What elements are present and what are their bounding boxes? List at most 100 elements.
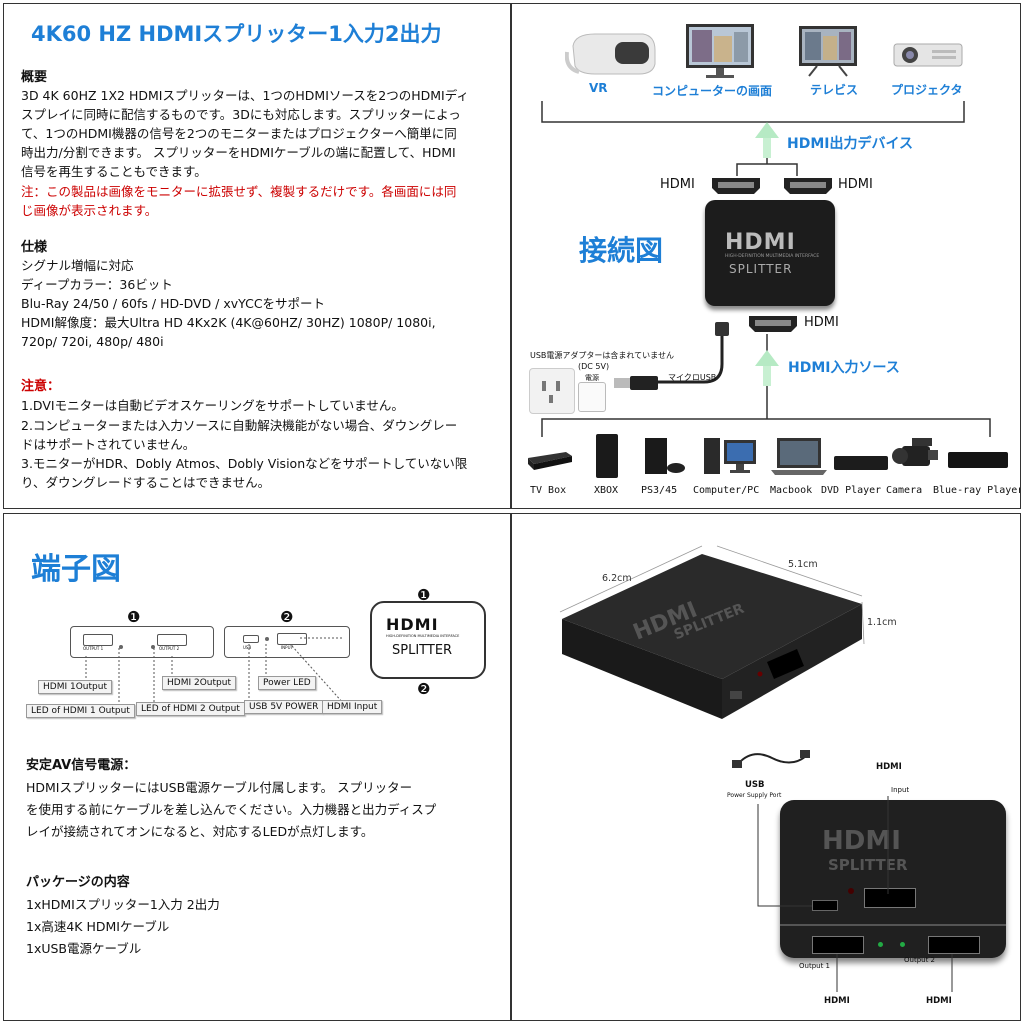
port-usb-text: USB	[243, 645, 252, 650]
caution-line: ドはサポートされていません。	[21, 437, 196, 452]
logo-number-1: ❶	[417, 586, 431, 604]
usb-adapter-icon	[578, 382, 606, 412]
spec-line: シグナル増幅に対応	[21, 258, 134, 273]
spec-line: HDMI解像度：最大Ultra HD 4Kx2K (4K@60HZ/ 30HZ)…	[21, 315, 436, 330]
input-section-label: HDMI入力ソース	[788, 360, 900, 376]
photo-callout-lines	[757, 796, 953, 992]
output-device-label: テレビス	[810, 83, 859, 97]
hdmi-output-2-photo-label: HDMI	[926, 996, 952, 1006]
panel-product-photos: HDMI SPLITTER 6.2cm 5.1cm 1.1cm USB Powe…	[511, 513, 1021, 1021]
hdmi-plug-icon	[710, 176, 762, 196]
led-2-dot	[151, 645, 155, 649]
output-device-label: VR	[589, 81, 608, 95]
usb-power-port-label: Power Supply Port	[727, 792, 782, 799]
bluray-player-icon	[948, 452, 1008, 468]
hdmi-plug-icon	[747, 314, 799, 334]
usb-port-photo	[812, 900, 838, 911]
tv-icon	[797, 24, 859, 78]
note-line: じ画像が表示されます。	[21, 203, 158, 218]
overview-heading: 概要	[21, 70, 48, 85]
power-led-photo	[848, 888, 854, 894]
caution-line: 2.コンピューターまたは入力ソースに自動解決機能がない場合、ダウングレー	[21, 418, 458, 433]
panel-overview: 4K60 HZ HDMIスプリッター1入力2出力 概要 3D 4K 60HZ 1…	[3, 3, 511, 509]
hdmi-input-tag: HDMI Input	[322, 700, 383, 714]
computer-monitor-icon	[684, 22, 756, 80]
splitter-logo-text: HDMI	[386, 615, 439, 634]
laptop-icon	[771, 436, 827, 476]
hdmi-input-label: HDMI	[804, 315, 839, 330]
hdmi-output-2-label: HDMI	[838, 177, 873, 192]
source-label: DVD Player	[821, 485, 882, 496]
splitter-logo-sub: SPLITTER	[392, 643, 453, 658]
output-2-photo-label: Output 2	[904, 956, 935, 964]
power-line: を使用する前にケーブルを差し込んでください。入力機器と出力ディスプ	[26, 802, 437, 817]
power-led-tag: Power LED	[258, 676, 316, 690]
splitter-tagline: HIGH-DEFINITION MULTIMEDIA INTERFACE	[725, 254, 820, 259]
led-1-dot	[119, 645, 123, 649]
dc-note: (DC 5V)	[578, 362, 610, 371]
source-label: XBOX	[594, 485, 619, 496]
hdmi-output-2-port-photo	[928, 936, 980, 954]
projector-icon	[892, 36, 964, 72]
led-2-photo	[900, 942, 905, 947]
source-label: Camera	[886, 485, 923, 496]
logo-number-2: ❷	[417, 680, 431, 698]
dimension-width: 6.2cm	[602, 573, 632, 584]
vr-headset-icon	[564, 28, 657, 80]
hdmi-plug-icon	[782, 176, 834, 196]
connection-lines	[541, 101, 991, 437]
source-label: TV Box	[530, 485, 567, 496]
ps-console-icon	[643, 436, 687, 476]
panel-connection-diagram: VR コンピューターの画面 テレビス プロジェクタ HDMI出力デバイス HDM…	[511, 3, 1021, 509]
input-photo-label: Input	[891, 786, 910, 794]
source-label: PS3/45	[641, 485, 678, 496]
splitter-logo-tagline: HIGH-DEFINITION MULTIMEDIA INTERFACE	[386, 634, 460, 638]
output-1-photo-label: Output 1	[799, 962, 830, 970]
output-1-port	[83, 634, 113, 646]
usb-adapter-note: USB電源アダプターは含まれていません	[530, 351, 674, 360]
power-heading: 安定AV信号電源：	[26, 758, 137, 773]
led-hdmi-2-tag: LED of HDMI 2 Output	[136, 702, 245, 716]
overview-line: 時出力/分割できます。 スプリッターをHDMIケーブルの端に配置して、HDMI	[21, 145, 456, 160]
usb-cable-icon	[732, 750, 810, 768]
package-line: 1xHDMIスプリッター1入力 2出力	[26, 897, 220, 912]
port-out1-text: OUTPUT 1	[83, 646, 104, 651]
caution-line: り、ダウングレードすることはできません。	[21, 475, 271, 490]
camera-icon	[892, 436, 940, 474]
splitter-photo-device: HDMI SPLITTER	[780, 800, 1006, 958]
package-line: 1xUSB電源ケーブル	[26, 941, 142, 956]
divider-line	[780, 924, 1006, 926]
hdmi-2-output-tag: HDMI 2Output	[162, 676, 236, 690]
source-label: Blue-ray Player	[933, 485, 1021, 496]
splitter-device: HDMI HIGH-DEFINITION MULTIMEDIA INTERFAC…	[705, 200, 835, 306]
output-device-label: コンピューターの画面	[652, 84, 773, 98]
caution-line: 1.DVIモニターは自動ビデオスケーリングをサポートしていません。	[21, 398, 404, 413]
wall-outlet-icon	[529, 368, 575, 414]
source-label: Macbook	[770, 485, 813, 496]
splitter-3d-drawing	[559, 545, 865, 719]
hdmi-output-1-label: HDMI	[660, 177, 695, 192]
caution-heading: 注意：	[21, 379, 61, 394]
power-led-dot	[265, 637, 269, 641]
caution-line: 3.モニターがHDR、Dobly Atmos、Dobly Visionなどをサポ…	[21, 456, 468, 471]
xbox-icon	[596, 434, 618, 478]
usb-port	[243, 635, 259, 643]
desktop-computer-icon	[704, 436, 758, 476]
output-2-port	[157, 634, 187, 646]
port-input-text: INPUT	[281, 645, 293, 650]
spec-line: Blu-Ray 24/50 / 60fs / HD-DVD / xvYCCをサポ…	[21, 296, 326, 311]
power-note: 電源	[585, 374, 599, 382]
splitter-sub: SPLITTER	[729, 262, 793, 276]
note-line: 注：この製品は画像をモニターに拡張せず、複製するだけです。各画面には同	[21, 184, 457, 199]
usb-power-tag: USB 5V POWER	[244, 700, 324, 714]
hdmi-input-photo-label: HDMI	[876, 762, 902, 772]
power-line: HDMIスプリッターにはUSB電源ケーブル付属します。 スプリッター	[26, 780, 413, 795]
dimension-height: 1.1cm	[867, 617, 897, 628]
terminal-title: 端子図	[31, 552, 121, 587]
front-panel-drawing: OUTPUT 1 OUTPUT 2	[70, 626, 214, 658]
hdmi-1-output-tag: HDMI 1Output	[38, 680, 112, 694]
spec-line: ディープカラー：36ビット	[21, 277, 173, 292]
panel-terminal-diagram: 端子図 ❶ ❷ OUTPUT 1 OUTPUT 2 USB INPUT HDMI…	[3, 513, 511, 1021]
port-number-2: ❷	[280, 608, 294, 626]
connection-title: 接続図	[579, 234, 664, 267]
